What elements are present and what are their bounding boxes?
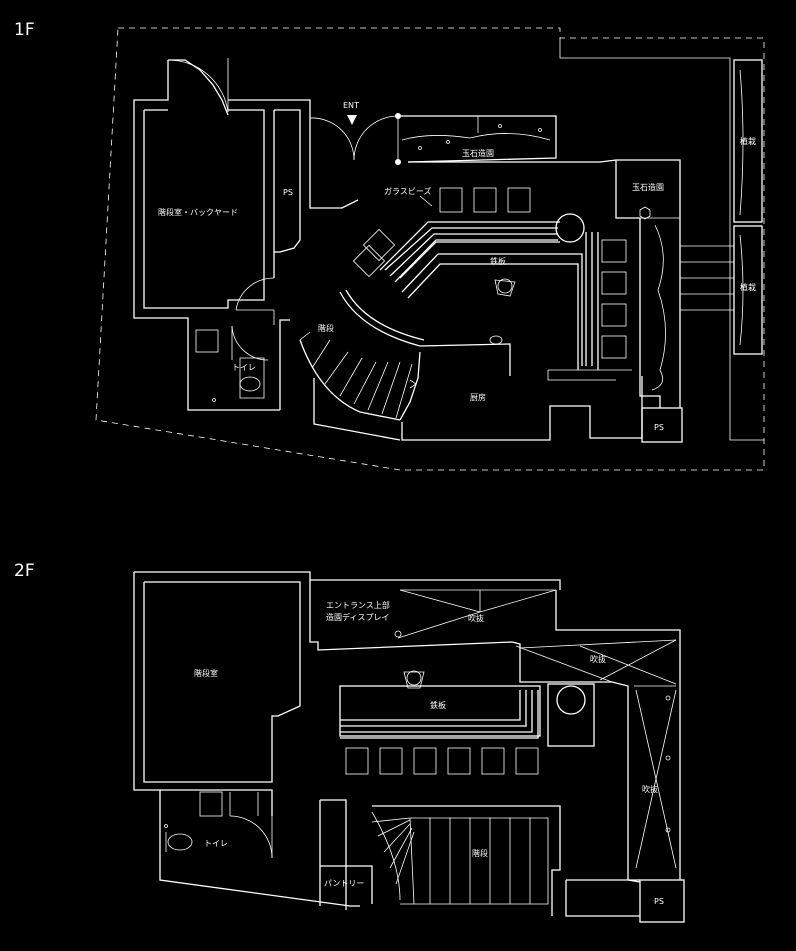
floor2-stair-room-label: 階段室: [194, 668, 218, 678]
floor1-teppan-label: 鉄板: [490, 256, 506, 266]
floor1-planting-bottom-label: 植栽: [740, 282, 756, 292]
floor1-entrance-label: ENT: [343, 101, 359, 110]
floor2-teppan-counter: [339, 683, 595, 747]
floor2-teppan-label: 鉄板: [430, 700, 446, 710]
floor1-curved-stairs: [299, 289, 511, 421]
floor1-site-boundary: [95, 27, 765, 471]
floor2-stairs: [319, 799, 561, 916]
floor2-stair-room: [133, 571, 561, 907]
floor2-void-areas: [511, 590, 681, 883]
floor1-toilet-label: トイレ: [232, 363, 256, 372]
floor1-stone-garden-right-label: 玉石造園: [632, 182, 664, 192]
floor2-title: 2F: [14, 561, 35, 581]
floor2-ps: [639, 879, 685, 923]
floor1-planting-top-label: 植栽: [740, 136, 756, 146]
floor1-ps-left-label: PS: [283, 188, 293, 197]
floor2-entrance-display-line1: エントランス上部: [326, 600, 390, 610]
floor2-void-mid-label: 吹抜: [590, 654, 606, 664]
floor1-stone-garden-top-label: 玉石造園: [462, 148, 494, 158]
floor1-kitchen: [279, 319, 643, 441]
floor2-pantry: [320, 865, 373, 904]
floor1-toilet: [195, 325, 269, 402]
floor1-chairs: [352, 187, 627, 359]
floor1-stair-backyard-room: [133, 58, 359, 411]
floor2-pantry-label: パントリー: [324, 879, 364, 888]
floor2-entrance-display: [309, 580, 557, 651]
floor2-void-right-label: 吹抜: [642, 784, 658, 794]
floor1-stairs-label: 階段: [318, 323, 334, 333]
floor2-toilet: [164, 791, 273, 859]
floor1-stair-backyard-label: 階段室・バックヤード: [158, 207, 238, 217]
floor2-entrance-display-line2: 造園ディスプレイ: [326, 612, 389, 622]
floor1-teppan-ornament: [497, 278, 513, 294]
floor1-title: 1F: [14, 20, 35, 40]
floor1-stone-garden-top: [398, 115, 557, 163]
floor1-kitchen-label: 厨房: [470, 392, 486, 402]
floor1-backyard-door: [235, 277, 275, 311]
floor1-planting-strips: [680, 59, 763, 355]
floor2-toilet-label: トイレ: [204, 839, 228, 848]
floor2-stairs-label: 階段: [472, 848, 488, 858]
floor1-glass-beads-label: ガラスビーズ: [384, 186, 431, 196]
floor2-void-top-label: 吹抜: [468, 613, 484, 623]
floor2-chairs: [345, 747, 539, 775]
floor2-teppan-ornament: [406, 670, 422, 686]
floor1-glass-beads-counter: [379, 213, 632, 381]
floor2-ps-label: PS: [654, 897, 664, 906]
floor1-entrance-doors: [309, 113, 401, 165]
floor1-ps-right-label: PS: [654, 423, 664, 432]
entrance-arrow-icon: [347, 115, 357, 125]
floor1-dining-walls: [408, 159, 681, 408]
floor1-site-inner-boundary: [559, 38, 764, 441]
